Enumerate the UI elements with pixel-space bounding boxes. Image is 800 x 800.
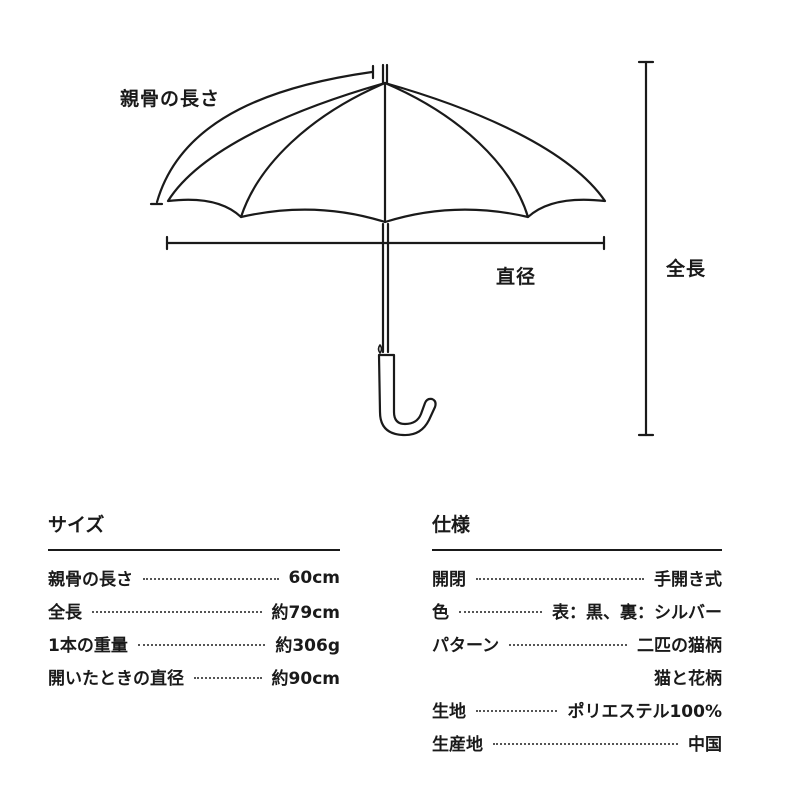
spec-row-value: 猫と花柄 (654, 669, 722, 689)
dot-leader (143, 577, 279, 580)
size-row-name: 開いたときの直径 (48, 669, 184, 689)
diameter-label: 直径 (496, 266, 537, 288)
umbrella-tip (381, 63, 389, 85)
size-divider (48, 549, 340, 551)
umbrella-canopy (166, 81, 607, 224)
spec-section: 仕様 開閉 手開き式 色 表：黒、裏：シルバー パターン 二匹の猫柄 猫と花柄 … (432, 512, 722, 759)
spec-row-value: 手開き式 (654, 570, 722, 590)
spec-row-name: 生地 (432, 702, 466, 722)
spec-heading: 仕様 (432, 514, 471, 536)
spec-row-value: 表：黒、裏：シルバー (552, 603, 722, 623)
spec-row: 生産地 中国 (432, 726, 722, 759)
umbrella-diagram (149, 60, 655, 437)
spec-row-name: 色 (432, 603, 449, 623)
strap-button (377, 344, 383, 354)
size-row-name: 1本の重量 (48, 636, 128, 656)
dot-leader (476, 577, 644, 580)
total-length-label: 全長 (666, 258, 707, 280)
dot-leader (509, 643, 627, 646)
size-heading: サイズ (48, 514, 105, 536)
umbrella-rib-left (239, 81, 387, 219)
size-section: サイズ 親骨の長さ 60cm 全長 約79cm 1本の重量 約306g 開いたと… (48, 512, 340, 693)
size-row-value: 60cm (288, 567, 340, 588)
size-row: 親骨の長さ 60cm (48, 561, 340, 594)
size-row: 全長 約79cm (48, 594, 340, 627)
rib-length-label: 親骨の長さ (120, 88, 221, 110)
spec-row: 開閉 手開き式 (432, 561, 722, 594)
size-row-value: 約306g (275, 636, 340, 656)
size-row-value: 約90cm (271, 669, 340, 689)
spec-divider (432, 549, 722, 551)
umbrella-shaft (381, 222, 390, 354)
dot-leader (137, 643, 266, 646)
size-row: 1本の重量 約306g (48, 627, 340, 660)
spec-row: 色 表：黒、裏：シルバー (432, 594, 722, 627)
spec-row: 生地 ポリエステル100% (432, 693, 722, 726)
dot-leader (194, 676, 262, 679)
spec-row-name: 生産地 (432, 735, 483, 755)
dot-leader (459, 610, 542, 613)
spec-row-name: パターン (432, 636, 500, 656)
size-row: 開いたときの直径 約90cm (48, 660, 340, 693)
spec-row-name: 開閉 (432, 570, 466, 590)
dot-leader (493, 742, 678, 745)
spec-row-value: 二匹の猫柄 (637, 636, 722, 656)
dot-leader (92, 610, 262, 613)
dot-leader (476, 709, 558, 712)
spec-row-value: 中国 (688, 735, 722, 755)
umbrella-rib-right (383, 81, 530, 219)
spec-row: パターン 二匹の猫柄 (432, 627, 722, 660)
rib-length-arc (155, 70, 374, 204)
size-row-value: 約79cm (271, 603, 340, 623)
spec-row-value: ポリエステル100% (567, 702, 722, 722)
umbrella-handle (377, 353, 437, 437)
size-row-name: 全長 (48, 603, 82, 623)
spec-row-continued: 猫と花柄 (432, 660, 722, 693)
size-row-name: 親骨の長さ (48, 570, 133, 590)
